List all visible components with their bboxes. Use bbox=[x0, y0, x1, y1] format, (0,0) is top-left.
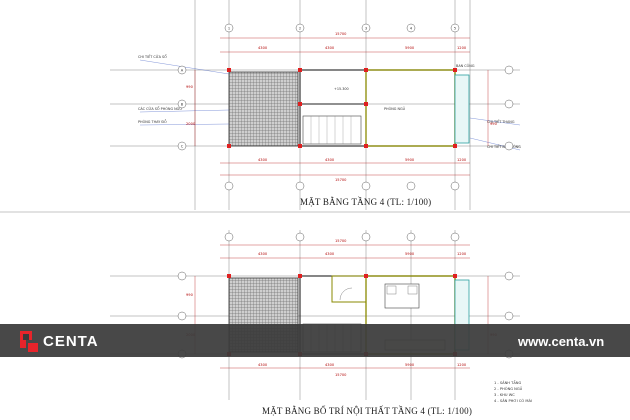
dim-top-2: 4300 bbox=[325, 46, 335, 50]
legend-item-1: 1 - SẢNH TẦNG bbox=[494, 380, 521, 385]
dim-top-1-2: 4300 bbox=[258, 252, 268, 256]
plan-title-floor-4: MẶT BẰNG TẦNG 4 (TL: 1/100) bbox=[300, 197, 431, 207]
room-level: +15.300 bbox=[334, 87, 349, 91]
dim-side-3: 990 bbox=[490, 122, 498, 126]
dim-total-bottom-2: 15700 bbox=[335, 373, 347, 377]
note-balcony-detail: CHI TIẾT BAN CÔNG bbox=[487, 143, 521, 149]
note-stair-detail: CHI TIẾT THANG bbox=[487, 118, 515, 124]
dim-bottom-2: 4300 bbox=[325, 158, 335, 162]
bed bbox=[384, 283, 420, 309]
dim-bottom-1: 4300 bbox=[258, 158, 268, 162]
bedroom-walls bbox=[365, 69, 456, 147]
dim-top-3: 5900 bbox=[405, 46, 415, 50]
dim-total-bottom: 15700 bbox=[335, 178, 347, 182]
wc-room bbox=[331, 275, 367, 303]
dim-top-4: 1200 bbox=[457, 46, 467, 50]
staircase bbox=[302, 115, 362, 145]
grid-bubble-a: A bbox=[181, 68, 184, 72]
dim-bottom-1-2: 4300 bbox=[258, 363, 268, 367]
note-window-detail: CHI TIẾT CỬA SỔ bbox=[138, 53, 167, 59]
room-label-bedroom: PHÒNG NGỦ bbox=[384, 106, 406, 111]
dim-top-2-2: 4300 bbox=[325, 252, 335, 256]
grid-bubble-1: 1 bbox=[228, 26, 230, 30]
centa-logo[interactable]: CENTA bbox=[20, 331, 99, 352]
grid-bubble-2: 2 bbox=[299, 26, 301, 30]
legend-item-2: 2 - PHÒNG NGỦ bbox=[494, 386, 523, 391]
plan-floor-4: 15700 4300 4300 5900 1200 4300 4300 5900… bbox=[110, 0, 521, 210]
dim-side-2: 2000 bbox=[186, 122, 196, 126]
dim-total-top-2: 15700 bbox=[335, 239, 347, 243]
legend-item-3: 3 - KHU WC bbox=[494, 393, 515, 397]
grid-bubble-c: C bbox=[181, 144, 184, 148]
balcony bbox=[454, 74, 470, 144]
dim-bottom-4-2: 1200 bbox=[457, 363, 467, 367]
legend-item-4: 4 - SÂN PHƠI CÓ MÁI bbox=[494, 398, 532, 403]
dim-bottom-2-2: 4300 bbox=[325, 363, 335, 367]
tiled-roof-area bbox=[228, 71, 299, 147]
dim-side-1: 990 bbox=[186, 85, 194, 89]
dim-bottom-3: 5900 bbox=[405, 158, 415, 162]
grid-bubble-4: 4 bbox=[410, 26, 413, 30]
grid-bubble-b: B bbox=[181, 102, 184, 106]
plan-title-interior-floor-4: MẶT BẰNG BỐ TRÍ NỘI THẤT TẦNG 4 (TL: 1/1… bbox=[262, 406, 472, 416]
note-bedroom-windows: CÁC CỬA SỔ PHÒNG NGỦ bbox=[138, 106, 182, 111]
brand-bar bbox=[0, 324, 630, 357]
dim-total-top: 15700 bbox=[335, 32, 347, 36]
dim-side-1-2: 990 bbox=[186, 293, 194, 297]
grid-bubble-5: 5 bbox=[454, 26, 456, 30]
note-dressing-room: PHÒNG THAY ĐỒ bbox=[138, 119, 167, 124]
dim-top-1: 4300 bbox=[258, 46, 268, 50]
centa-logo-icon bbox=[20, 331, 38, 352]
grid-bubble-3: 3 bbox=[365, 26, 367, 30]
brand-website-link[interactable]: www.centa.vn bbox=[517, 334, 604, 349]
floor-outline bbox=[299, 69, 456, 147]
room-label-balcony: BAN CÔNG bbox=[456, 63, 475, 68]
dim-bottom-3-2: 5900 bbox=[405, 363, 415, 367]
brand-name: CENTA bbox=[43, 333, 99, 350]
dim-bottom-4: 1200 bbox=[457, 158, 467, 162]
plan-interior-floor-4: 15700 4300 4300 5900 1200 4300 4300 5900… bbox=[110, 230, 532, 416]
dim-top-4-2: 1200 bbox=[457, 252, 467, 256]
dim-top-3-2: 5900 bbox=[405, 252, 415, 256]
